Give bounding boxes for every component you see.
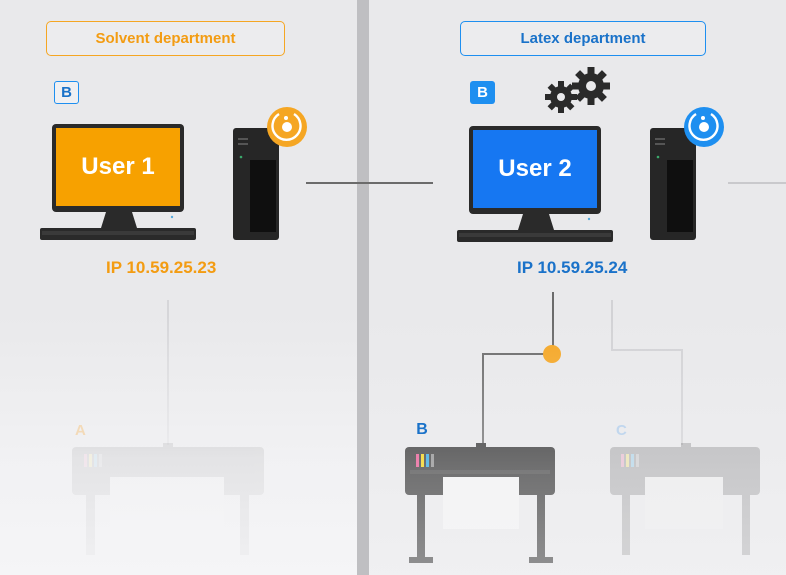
user2-screen-label: User 2 <box>498 155 572 182</box>
latex-department-label: Latex department <box>460 21 706 56</box>
latex-printer-badge: B <box>416 421 428 438</box>
user1-ip-address: IP 10.59.25.23 <box>106 258 217 277</box>
user1-monitor <box>40 124 196 240</box>
print-server-icon <box>267 107 307 147</box>
connection-node <box>543 345 561 363</box>
latex-printer <box>405 443 555 563</box>
printer-link <box>482 353 553 447</box>
solvent-department-label: Solvent department <box>46 21 285 56</box>
user2-tower <box>650 128 696 240</box>
user1-tower <box>233 128 279 240</box>
user1-badge: B <box>54 81 79 104</box>
gears-icon <box>545 67 610 113</box>
user2-badge: B <box>470 81 495 104</box>
user2-monitor <box>457 126 613 242</box>
faded-printer-a <box>72 443 264 555</box>
print-server-icon <box>684 107 724 147</box>
faded-printer-a-badge: A <box>75 422 86 439</box>
faded-printer-c <box>610 443 760 555</box>
faded-printer-c-badge: C <box>616 422 627 439</box>
user2-ip-address: IP 10.59.25.24 <box>517 258 628 277</box>
department-divider <box>357 0 369 575</box>
user1-screen-label: User 1 <box>81 153 155 180</box>
